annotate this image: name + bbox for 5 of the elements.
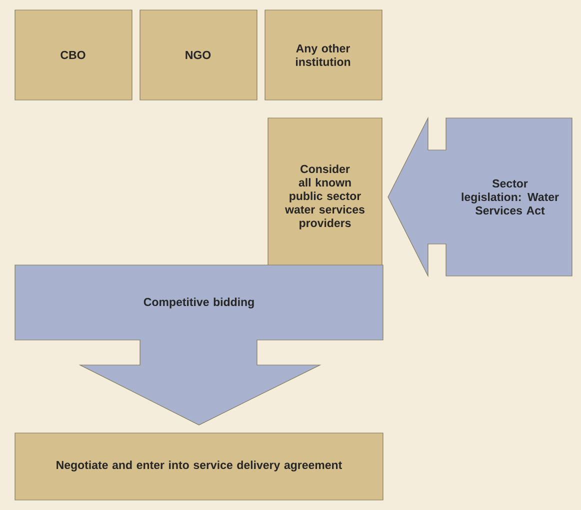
process-box: NGO bbox=[140, 10, 258, 100]
process-box: Any other institution bbox=[264, 10, 382, 100]
process-box: CBO bbox=[14, 10, 132, 100]
process-box: Negotiate and enter into service delivery agreement bbox=[14, 432, 384, 500]
process-box: Consider all known public sector water services providers bbox=[268, 118, 382, 276]
